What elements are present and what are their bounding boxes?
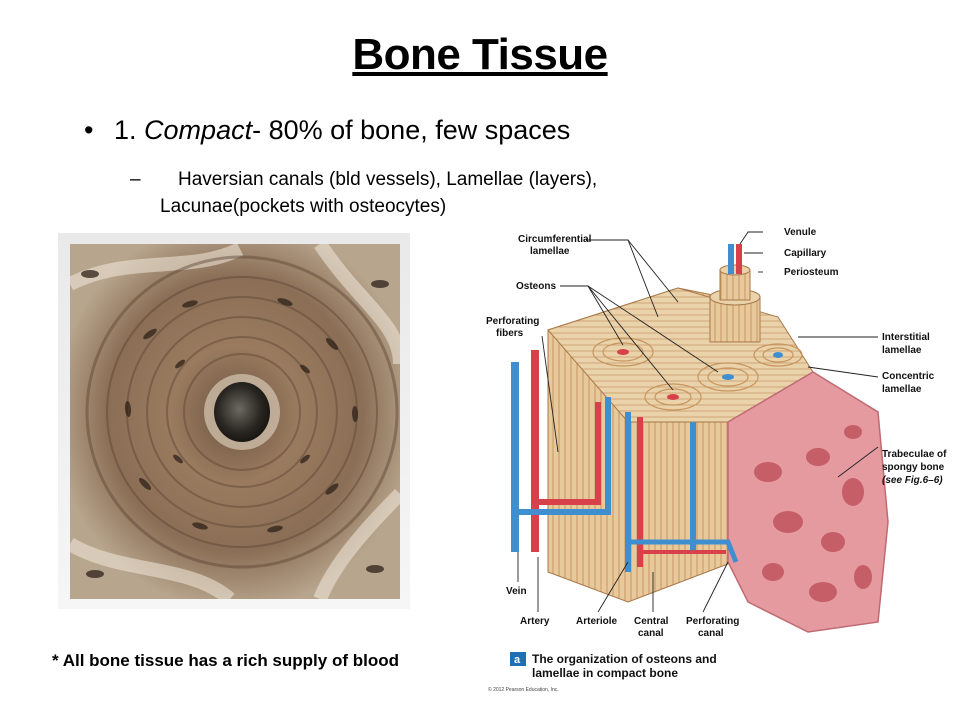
- label-trabeculae: Trabeculae of: [882, 449, 947, 460]
- label-perforating-fibers-2: fibers: [496, 328, 524, 339]
- label-perforating-canal: Perforating: [686, 616, 739, 627]
- label-circumferential: Circumferential: [518, 234, 592, 245]
- label-vein: Vein: [506, 586, 527, 597]
- subbullet-line2: Lacunae(pockets with osteocytes): [160, 196, 447, 217]
- bullet-number: 1.: [114, 115, 137, 145]
- label-artery: Artery: [520, 616, 550, 627]
- caption-line1: The organization of osteons and: [532, 652, 717, 666]
- copyright-note: © 2012 Pearson Education, Inc.: [488, 686, 559, 693]
- label-perforating-fibers: Perforating: [486, 316, 539, 327]
- label-interstitial-2: lamellae: [882, 345, 922, 356]
- label-perforating-canal-2: canal: [698, 628, 724, 639]
- slide-title: Bone Tissue: [352, 30, 608, 79]
- label-arteriole: Arteriole: [576, 616, 618, 627]
- bullet-term: Compact: [144, 115, 253, 145]
- label-central-canal: Central: [634, 616, 669, 627]
- subbullet-dash: –: [130, 169, 141, 190]
- caption-letter-box: [510, 652, 526, 666]
- caption-line2: lamellae in compact bone: [532, 666, 678, 680]
- label-periosteum: Periosteum: [784, 267, 839, 278]
- osteon-micrograph-image: [70, 244, 400, 599]
- label-osteons: Osteons: [516, 281, 556, 292]
- label-capillary: Capillary: [784, 248, 827, 259]
- label-concentric: Concentric: [882, 371, 935, 382]
- label-trabeculae-2: spongy bone: [882, 462, 945, 473]
- footnote-blood-supply: * All bone tissue has a rich supply of b…: [52, 651, 399, 670]
- subbullet-haversian: – Haversian canals (bld vessels), Lamell…: [130, 166, 597, 220]
- label-central-canal-2: canal: [638, 628, 664, 639]
- bullet-dot: •: [84, 115, 94, 145]
- label-venule: Venule: [784, 227, 817, 238]
- label-interstitial: Interstitial: [882, 332, 930, 343]
- label-circumferential-2: lamellae: [530, 246, 570, 257]
- label-concentric-2: lamellae: [882, 384, 922, 395]
- bullet-rest: - 80% of bone, few spaces: [252, 115, 571, 145]
- compact-bone-diagram: Circumferential lamellae Osteons Perfora…: [478, 222, 960, 694]
- subbullet-line1: Haversian canals (bld vessels), Lamellae…: [178, 169, 598, 190]
- label-trabeculae-3: (see Fig.6–6): [882, 475, 943, 486]
- caption-letter: a: [514, 654, 521, 666]
- bullet-compact: • 1. Compact- 80% of bone, few spaces: [84, 115, 570, 146]
